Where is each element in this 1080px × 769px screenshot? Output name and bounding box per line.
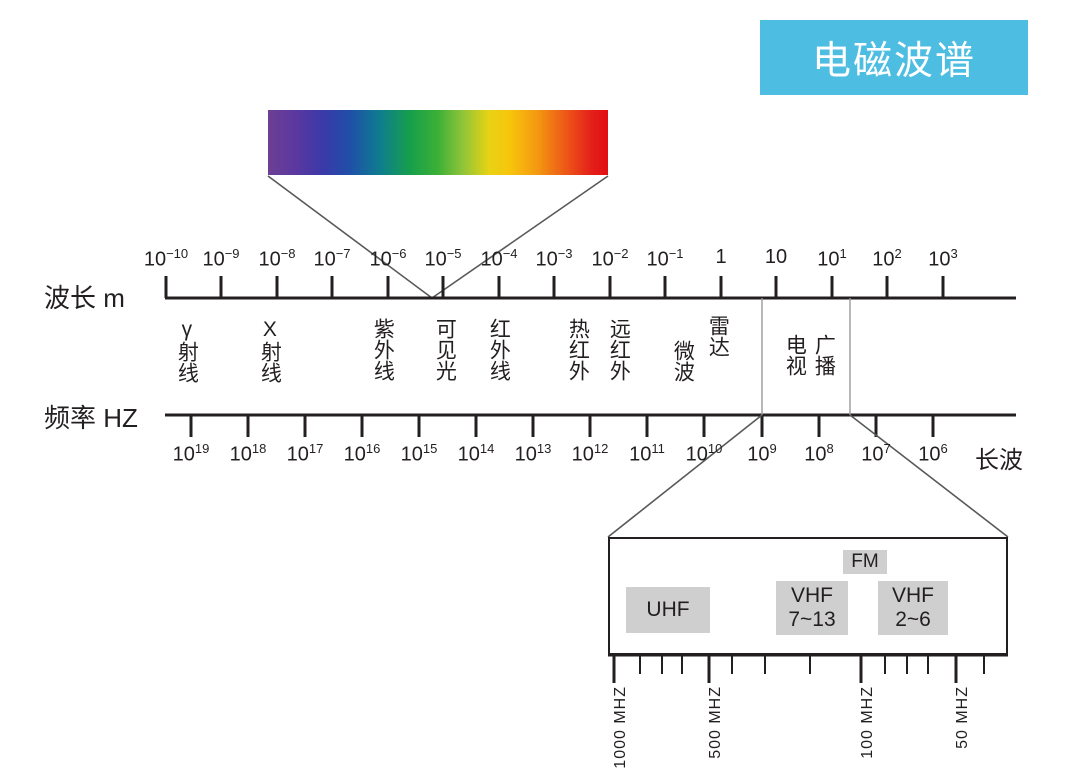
frequency-tick-1: 1018 <box>229 441 267 466</box>
band-label-visible: 可见光 <box>433 318 457 381</box>
wavelength-axis-label: 波长 m <box>44 283 125 313</box>
wavelength-tick-1: 10−9 <box>202 246 240 271</box>
vhf-2-6-label-line1: VHF <box>892 583 934 607</box>
wavelength-tick-8: 10−2 <box>591 246 629 271</box>
wavelength-tick-7: 10−3 <box>535 246 573 271</box>
frequency-tick-0: 1019 <box>172 441 210 466</box>
wavelength-tick-9: 10−1 <box>646 246 684 271</box>
vhf-2-6-block: VHF 2~6 <box>878 581 948 635</box>
mhz-label-0: 1000 MHZ <box>612 686 629 769</box>
frequency-tick-11: 108 <box>804 441 834 466</box>
title-badge: 电磁波谱 <box>760 20 1028 95</box>
longwave-label: 长波 <box>975 447 1023 474</box>
radio-detail-scale <box>608 653 1008 683</box>
vhf-7-13-label-line1: VHF <box>791 583 833 607</box>
wavelength-tick-10: 1 <box>715 246 727 268</box>
uhf-block: UHF <box>626 587 710 633</box>
wavelength-tick-5: 10−5 <box>424 246 462 271</box>
frequency-axis <box>165 413 1016 437</box>
frequency-tick-13: 106 <box>918 441 948 466</box>
page-title: 电磁波谱 <box>811 38 976 84</box>
frequency-tick-8: 1011 <box>629 441 665 466</box>
wavelength-tick-4: 10−6 <box>369 246 407 271</box>
band-label-gamma: γ射线 <box>175 318 199 383</box>
frequency-tick-7: 1012 <box>571 441 609 466</box>
fm-label: FM <box>851 551 879 573</box>
wavelength-axis <box>164 276 1016 300</box>
frequency-tick-2: 1017 <box>286 441 324 466</box>
tv-broadcast-separators <box>761 298 851 415</box>
wavelength-tick-12: 101 <box>817 246 847 271</box>
frequency-tick-5: 1014 <box>457 441 495 466</box>
wavelength-tick-2: 10−8 <box>258 246 296 271</box>
frequency-axis-label: 频率 HZ <box>44 403 138 433</box>
band-label-thermal-ir: 热红外 <box>566 318 590 381</box>
radio-callout-lines <box>607 414 1009 538</box>
band-label-far-ir: 远红外 <box>607 318 631 381</box>
band-label-infrared: 红外线 <box>487 318 511 381</box>
mhz-label-1: 500 MHZ <box>707 686 724 759</box>
frequency-tick-3: 1016 <box>343 441 381 466</box>
visible-spectrum-bar <box>268 110 608 175</box>
frequency-tick-6: 1013 <box>514 441 552 466</box>
mhz-label-2: 100 MHZ <box>859 686 876 759</box>
wavelength-tick-3: 10−7 <box>313 246 351 271</box>
vhf-7-13-block: VHF 7~13 <box>776 581 848 635</box>
fm-block: FM <box>843 550 887 574</box>
wavelength-tick-11: 10 <box>764 246 788 268</box>
wavelength-tick-0: 10−10 <box>143 246 189 271</box>
band-label-xray: X射线 <box>258 318 282 383</box>
vhf-2-6-label-line2: 2~6 <box>895 608 931 631</box>
uhf-label: UHF <box>646 597 690 621</box>
band-label-tv: 电视 <box>783 334 807 376</box>
mhz-label-3: 50 MHZ <box>954 686 971 749</box>
wavelength-tick-6: 10−4 <box>480 246 518 271</box>
frequency-tick-4: 1015 <box>400 441 438 466</box>
band-label-radar: 雷达 <box>706 315 730 357</box>
band-label-microwave: 微波 <box>671 340 695 382</box>
band-label-broadcast: 广播 <box>812 334 836 376</box>
band-label-uv: 紫外线 <box>371 318 395 381</box>
vhf-7-13-label-line2: 7~13 <box>788 608 836 631</box>
frequency-tick-9: 1010 <box>685 441 723 466</box>
frequency-tick-12: 107 <box>861 441 891 466</box>
frequency-tick-10: 109 <box>747 441 777 466</box>
wavelength-tick-14: 103 <box>928 246 958 271</box>
visible-callout-lines <box>267 175 609 299</box>
wavelength-tick-13: 102 <box>872 246 902 271</box>
